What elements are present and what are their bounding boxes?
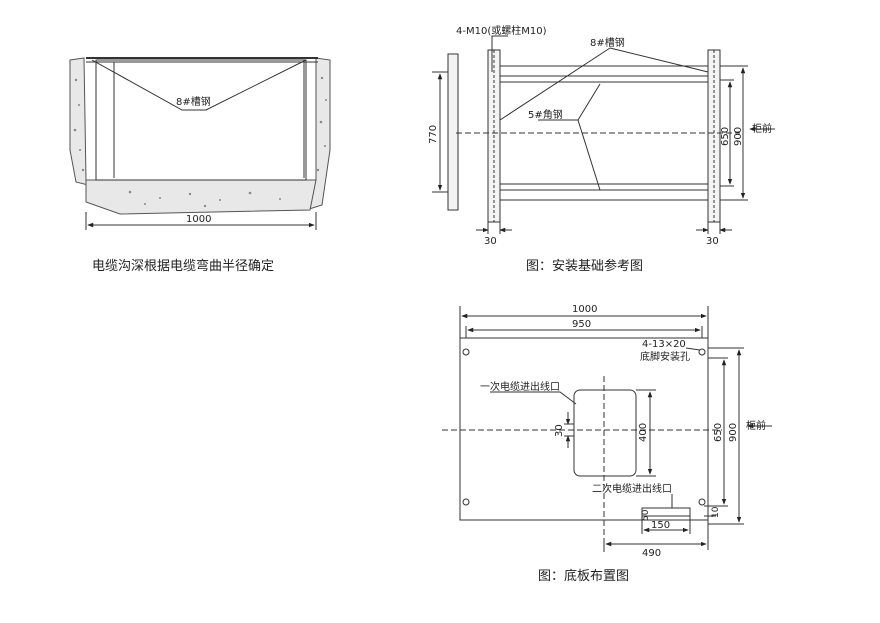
primary-cable-label: 一次电缆进出线口 bbox=[480, 380, 560, 393]
baseplate-dim-950: 950 bbox=[572, 319, 591, 330]
primary-cable-leader bbox=[490, 391, 577, 405]
install-angle-label: 5#角钢 bbox=[528, 108, 563, 121]
install-height-770: 770 bbox=[428, 125, 439, 144]
baseplate-dim-50: 50 bbox=[641, 509, 651, 521]
trench-left-wall bbox=[69, 57, 94, 187]
trench-inner bbox=[95, 59, 307, 181]
hole-label: 底脚安装孔 bbox=[640, 350, 690, 363]
install-bottom-channel bbox=[499, 189, 709, 201]
secondary-cable-opening bbox=[641, 507, 691, 517]
hole-spec-label: 4-13×20 bbox=[642, 339, 686, 350]
baseplate-caption: 图：底板布置图 bbox=[538, 568, 629, 584]
install-dim-650: 650 bbox=[720, 127, 731, 146]
install-side-elevation bbox=[447, 53, 459, 211]
baseplate-dim-150: 150 bbox=[651, 520, 670, 531]
secondary-cable-label: 二次电缆进出线口 bbox=[592, 482, 672, 495]
trench-caption: 电缆沟深根据电缆弯曲半径确定 bbox=[92, 258, 274, 274]
install-dim-30-left: 30 bbox=[484, 236, 497, 247]
mount-hole bbox=[462, 498, 470, 506]
primary-cable-opening bbox=[573, 389, 637, 477]
mount-hole bbox=[698, 348, 706, 356]
install-dim-30-right: 30 bbox=[706, 236, 719, 247]
install-front-label: 柜前 bbox=[752, 122, 772, 135]
baseplate-dim-650: 650 bbox=[713, 423, 724, 442]
trench-bottom bbox=[85, 179, 317, 215]
trench-figure bbox=[69, 57, 331, 230]
baseplate-dim-900: 900 bbox=[728, 423, 739, 442]
baseplate-dim-10: 10 bbox=[711, 506, 721, 518]
trench-channel-label: 8#槽钢 bbox=[176, 95, 211, 108]
trench-channel-leader bbox=[91, 59, 307, 111]
baseplate-figure bbox=[442, 306, 772, 552]
install-dim-900: 900 bbox=[733, 127, 744, 146]
trench-width-dim: 1000 bbox=[186, 214, 211, 225]
baseplate-dim-1000: 1000 bbox=[572, 304, 597, 315]
install-top-channel bbox=[499, 65, 709, 77]
baseplate-dim-30: 30 bbox=[554, 424, 565, 437]
install-bolt-leader bbox=[491, 35, 508, 72]
install-figure bbox=[432, 35, 775, 234]
install-top-angle bbox=[499, 75, 709, 83]
baseplate-dim-400: 400 bbox=[638, 423, 649, 442]
hole-leader bbox=[685, 347, 701, 351]
install-caption: 图：安装基础参考图 bbox=[526, 258, 643, 274]
baseplate-dim-490: 490 bbox=[642, 548, 661, 559]
mount-hole bbox=[462, 348, 470, 356]
install-channel-label: 8#槽钢 bbox=[590, 36, 625, 49]
baseplate-outline bbox=[459, 337, 709, 521]
install-bolt-label: 4-M10(或螺柱M10) bbox=[456, 24, 547, 37]
mount-hole bbox=[698, 498, 706, 506]
baseplate-front-label: 柜前 bbox=[746, 419, 766, 432]
install-bottom-angle bbox=[499, 183, 709, 191]
